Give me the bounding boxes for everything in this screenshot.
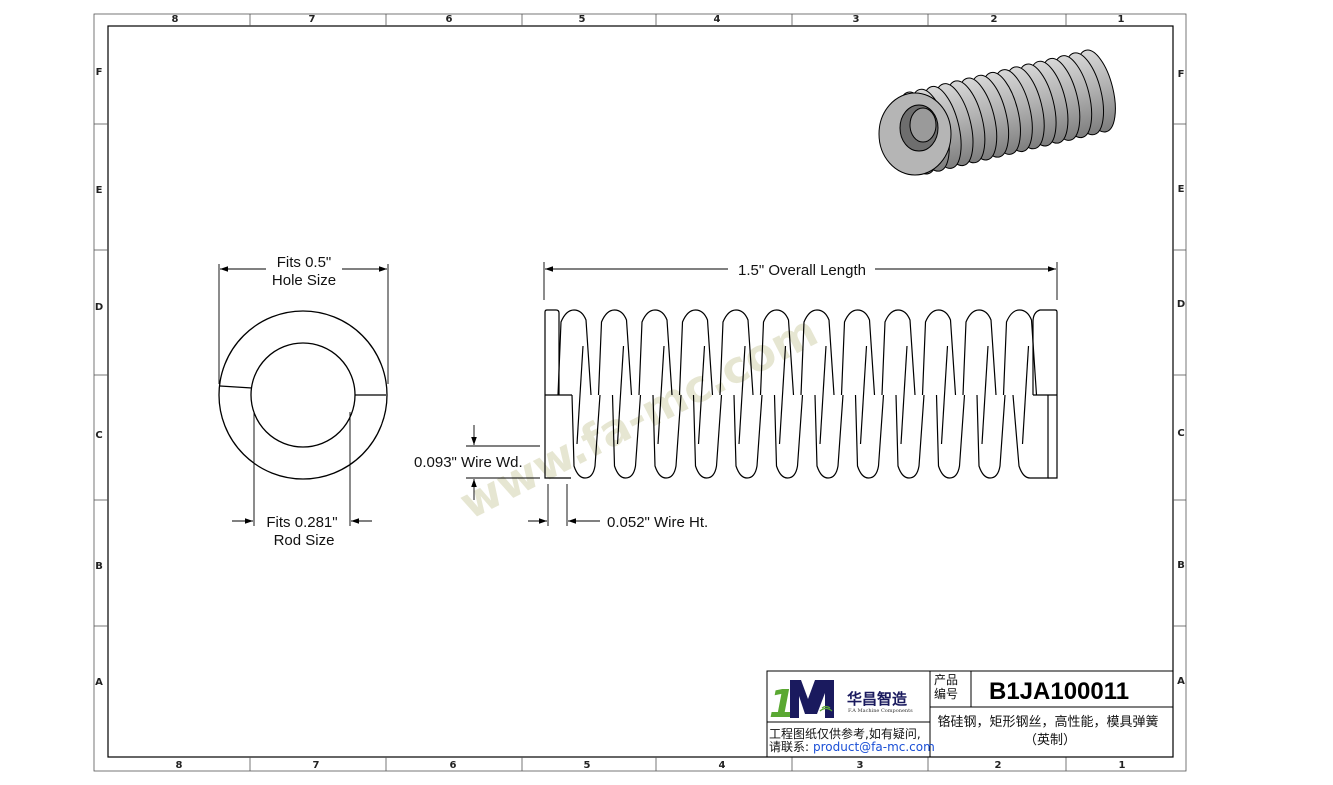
coil-lower-loop bbox=[773, 394, 804, 479]
coil-upper-loop bbox=[800, 309, 835, 396]
coil-helix-line bbox=[940, 345, 949, 445]
coil-lower-loop bbox=[611, 394, 642, 479]
zone-row-left-B: B bbox=[95, 561, 103, 572]
zone-ticks bbox=[94, 14, 1186, 771]
coil-helix-line bbox=[900, 345, 908, 445]
zone-col-top-3: 3 bbox=[853, 14, 860, 25]
coil-lower-loop bbox=[652, 394, 682, 479]
coil-lower-loop bbox=[976, 394, 1006, 479]
zone-col-bottom-6: 6 bbox=[450, 760, 457, 771]
zone-row-left-D: D bbox=[95, 302, 103, 313]
coil-upper-loop bbox=[719, 309, 754, 396]
brand-subtitle: F.A Machine Components bbox=[848, 708, 913, 714]
coil-upper-loop bbox=[638, 309, 673, 396]
hole-size-label-line1: Fits 0.5" bbox=[277, 254, 332, 271]
zone-row-right-E: E bbox=[1178, 184, 1185, 195]
brand-name: 华昌智造 bbox=[847, 690, 907, 708]
zone-col-bottom-8: 8 bbox=[176, 760, 183, 771]
zone-col-bottom-4: 4 bbox=[719, 760, 726, 771]
zone-col-top-1: 1 bbox=[1118, 14, 1125, 25]
coil-helix-line bbox=[778, 345, 787, 445]
overall-length-label: 1.5" Overall Length bbox=[738, 262, 866, 279]
wire-height-dimension bbox=[528, 484, 600, 526]
coil-upper-loop bbox=[678, 309, 714, 396]
coil-helix-line bbox=[1021, 345, 1030, 445]
description-line2: （英制） bbox=[1024, 733, 1076, 748]
iso-inner-coil bbox=[909, 107, 937, 143]
zone-col-top-2: 2 bbox=[991, 14, 998, 25]
spring-side-view bbox=[544, 309, 1058, 479]
coil-lower-loop bbox=[895, 394, 925, 479]
coil-upper-loop bbox=[759, 309, 795, 396]
zone-col-top-8: 8 bbox=[172, 14, 179, 25]
zone-row-left-E: E bbox=[96, 185, 103, 196]
coil-helix-line bbox=[657, 345, 665, 445]
coil-helix-line bbox=[738, 345, 746, 445]
wire-height-label: 0.052" Wire Ht. bbox=[607, 514, 708, 531]
rod-size-label-line2: Rod Size bbox=[274, 532, 335, 549]
zone-col-top-6: 6 bbox=[446, 14, 453, 25]
coil-helix-line bbox=[819, 345, 827, 445]
zone-row-right-A: A bbox=[1177, 676, 1185, 687]
zone-col-top-5: 5 bbox=[579, 14, 586, 25]
contact-prefix: 请联系: bbox=[769, 740, 809, 754]
zone-col-bottom-5: 5 bbox=[584, 760, 591, 771]
inner-frame bbox=[107, 25, 1174, 758]
company-logo: 1 bbox=[769, 680, 834, 726]
zone-col-bottom-7: 7 bbox=[313, 760, 320, 771]
wire-width-label: 0.093" Wire Wd. bbox=[414, 454, 523, 471]
overall-length-dimension bbox=[543, 262, 1058, 300]
zone-row-right-C: C bbox=[1177, 428, 1184, 439]
contact-email[interactable]: product@fa-mc.com bbox=[813, 740, 935, 754]
coil-helix-line bbox=[616, 345, 625, 445]
rod-size-dimension bbox=[232, 412, 372, 526]
coil-upper-loop bbox=[840, 309, 876, 396]
description-line1: 铬硅钢，矩形钢丝，高性能，模具弹簧 bbox=[937, 714, 1158, 730]
outer-frame bbox=[93, 13, 1187, 772]
coil-helix-line bbox=[981, 345, 989, 445]
zone-row-right-B: B bbox=[1177, 560, 1185, 571]
coil-upper-loop bbox=[557, 309, 592, 396]
zone-row-left-A: A bbox=[95, 677, 103, 688]
coil-upper-loop bbox=[881, 309, 916, 396]
coil-lower-loop bbox=[571, 394, 601, 479]
spring-isometric-view bbox=[878, 49, 1116, 176]
spring-end-view bbox=[218, 310, 388, 480]
coil-lower-loop bbox=[935, 394, 966, 479]
coil-upper-loop bbox=[1002, 309, 1038, 396]
coil-upper-loop bbox=[962, 309, 997, 396]
zone-col-top-7: 7 bbox=[309, 14, 316, 25]
coil-upper-loop bbox=[921, 309, 957, 396]
zone-col-bottom-3: 3 bbox=[857, 760, 864, 771]
coil-lower-loop bbox=[733, 394, 763, 479]
label-product: 产品 bbox=[934, 673, 958, 687]
hole-size-label-line2: Hole Size bbox=[272, 272, 336, 289]
zone-col-bottom-1: 1 bbox=[1119, 760, 1126, 771]
zone-row-left-C: C bbox=[95, 430, 102, 441]
title-block bbox=[766, 670, 1174, 758]
coil-helix-line bbox=[697, 345, 706, 445]
coil-helix-line bbox=[576, 345, 584, 445]
coil-lower-loop bbox=[814, 394, 844, 479]
part-number: B1JA100011 bbox=[989, 678, 1129, 705]
zone-row-right-F: F bbox=[1178, 69, 1185, 80]
zone-row-left-F: F bbox=[96, 67, 103, 78]
coil-helix-line bbox=[859, 345, 868, 445]
coil-lower-loop bbox=[854, 394, 885, 479]
coil-upper-loop bbox=[597, 309, 633, 396]
reference-note: 工程图纸仅供参考,如有疑问, bbox=[769, 726, 921, 741]
hole-size-dimension bbox=[218, 264, 389, 384]
coil-lower-loop bbox=[1012, 394, 1049, 479]
zone-col-top-4: 4 bbox=[714, 14, 721, 25]
label-code: 编号 bbox=[934, 686, 958, 701]
rod-size-label-line1: Fits 0.281" bbox=[266, 514, 337, 531]
wire-width-dimension bbox=[466, 425, 540, 500]
coil-lower-loop bbox=[692, 394, 723, 479]
zone-row-right-D: D bbox=[1177, 299, 1185, 310]
zone-col-bottom-2: 2 bbox=[995, 760, 1002, 771]
